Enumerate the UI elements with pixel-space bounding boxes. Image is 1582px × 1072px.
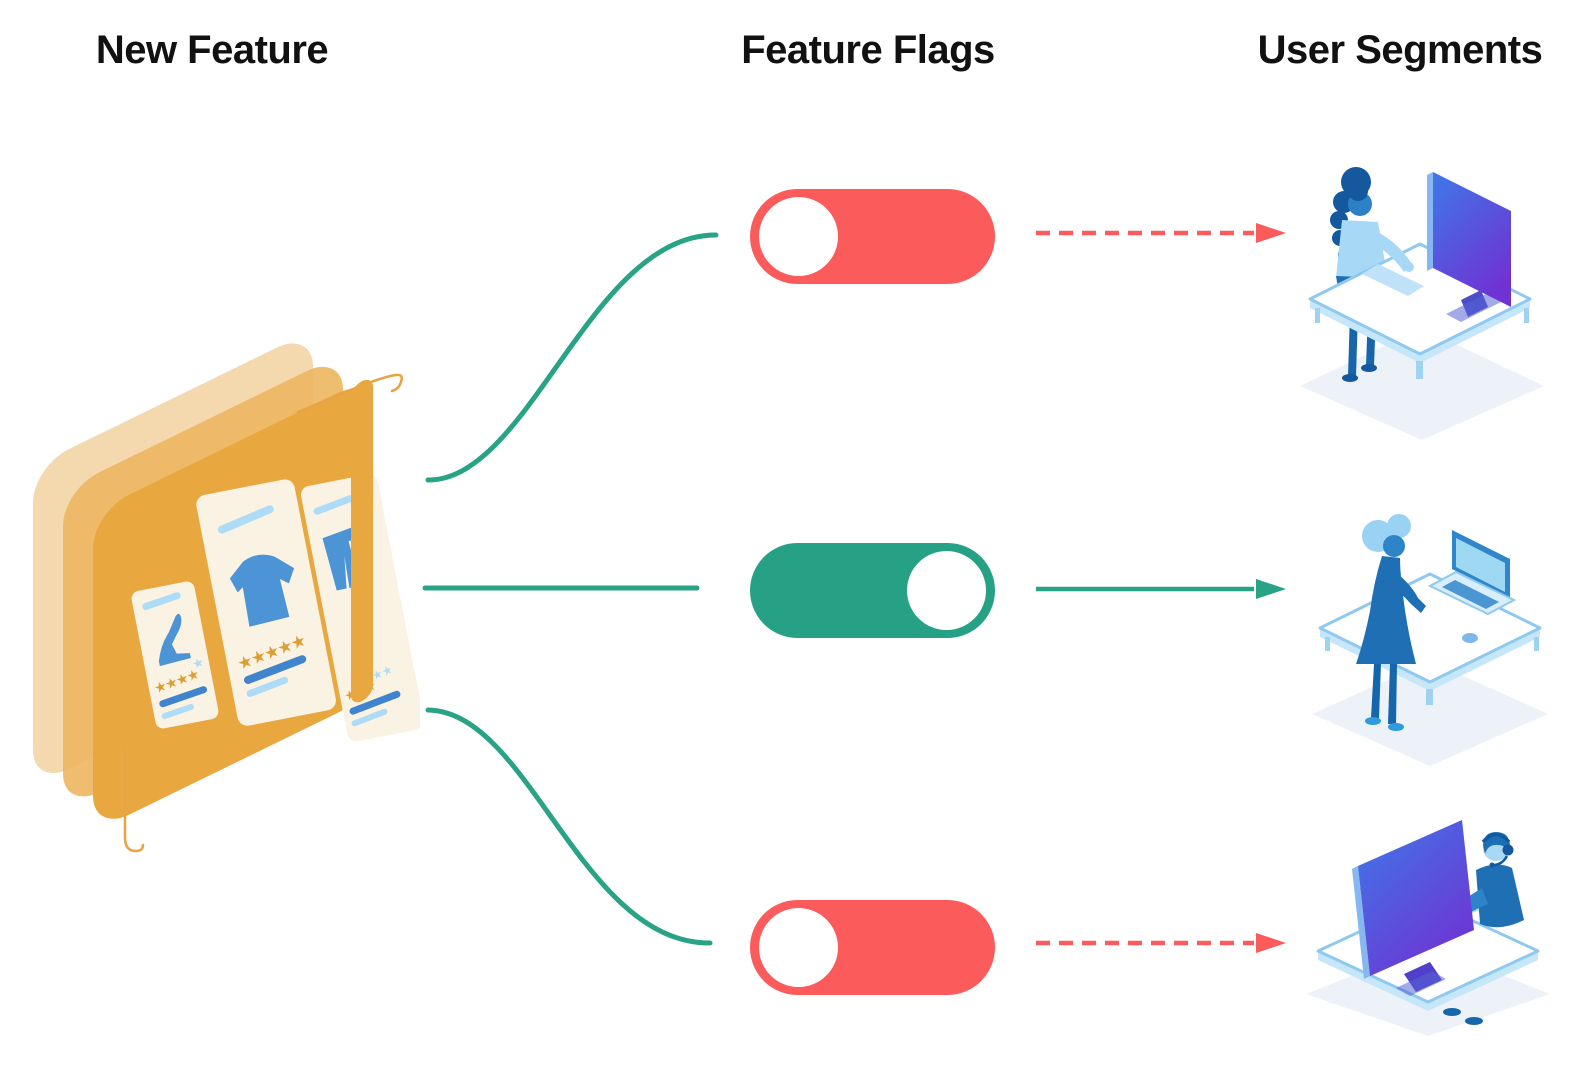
- text-line: [313, 495, 354, 515]
- star-muted: ★: [190, 654, 206, 672]
- text-line: [349, 690, 401, 715]
- floor-platform: [1300, 328, 1544, 440]
- toggle-knob[interactable]: [759, 197, 838, 276]
- mouse-icon: [1462, 633, 1478, 643]
- product-card-tshirt: ★★★★★: [196, 479, 336, 726]
- product-card-shoe: ★★★★ ★: [131, 581, 219, 729]
- headset-icon: [1481, 832, 1511, 844]
- text-line: [161, 703, 195, 720]
- laptop-icon: [1427, 530, 1517, 616]
- text-line: [159, 686, 208, 708]
- head: [1383, 535, 1405, 557]
- woman-figure: [1356, 514, 1426, 731]
- connector-to-flag-3: [425, 707, 713, 946]
- high-heel-icon: [158, 613, 191, 667]
- user-segment-1-illustration: [1300, 167, 1544, 440]
- wire-top-icon: [296, 373, 404, 414]
- desktop-monitor-icon: [1352, 820, 1474, 996]
- text-line: [142, 592, 181, 610]
- text-line: [351, 708, 388, 727]
- floor-platform: [1312, 661, 1548, 766]
- column-title-feature-flags: Feature Flags: [741, 28, 995, 72]
- text-line: [244, 655, 307, 684]
- new-feature-illustration: ★★★★ ★ ★★★★★ ★★★ ★★: [33, 343, 420, 853]
- text-line: [217, 505, 274, 534]
- torso: [1476, 864, 1524, 928]
- desktop-monitor-icon: [1427, 172, 1511, 322]
- toggle-knob[interactable]: [907, 551, 986, 630]
- connector-to-flag-1: [425, 232, 719, 483]
- arm: [1370, 230, 1412, 272]
- connector-curves: [422, 232, 719, 946]
- arrow-flag1-to-segment1: [1036, 223, 1286, 243]
- hair: [1348, 181, 1368, 201]
- foot: [1465, 1017, 1483, 1025]
- arrow-flag2-to-segment2: [1036, 579, 1286, 599]
- feature-flag-toggle-1[interactable]: [750, 189, 995, 284]
- column-title-new-feature: New Feature: [95, 28, 329, 72]
- column-title-user-segments: User Segments: [1257, 28, 1543, 72]
- feature-flag-toggle-2[interactable]: [750, 543, 995, 638]
- wire-bottom-icon: [123, 746, 145, 853]
- text-line: [246, 676, 289, 698]
- keyboard-icon: [1362, 264, 1424, 296]
- feature-flag-toggle-3[interactable]: [750, 900, 995, 995]
- foot: [1443, 1008, 1461, 1016]
- arrow-flag3-to-segment3: [1036, 933, 1286, 953]
- front-screen-edge: [351, 379, 373, 703]
- arm: [1392, 574, 1426, 613]
- tshirt-icon: [229, 554, 295, 627]
- user-segment-3-illustration: [1306, 820, 1550, 1036]
- toggle-knob[interactable]: [759, 908, 838, 987]
- user-segment-2-illustration: [1312, 514, 1548, 766]
